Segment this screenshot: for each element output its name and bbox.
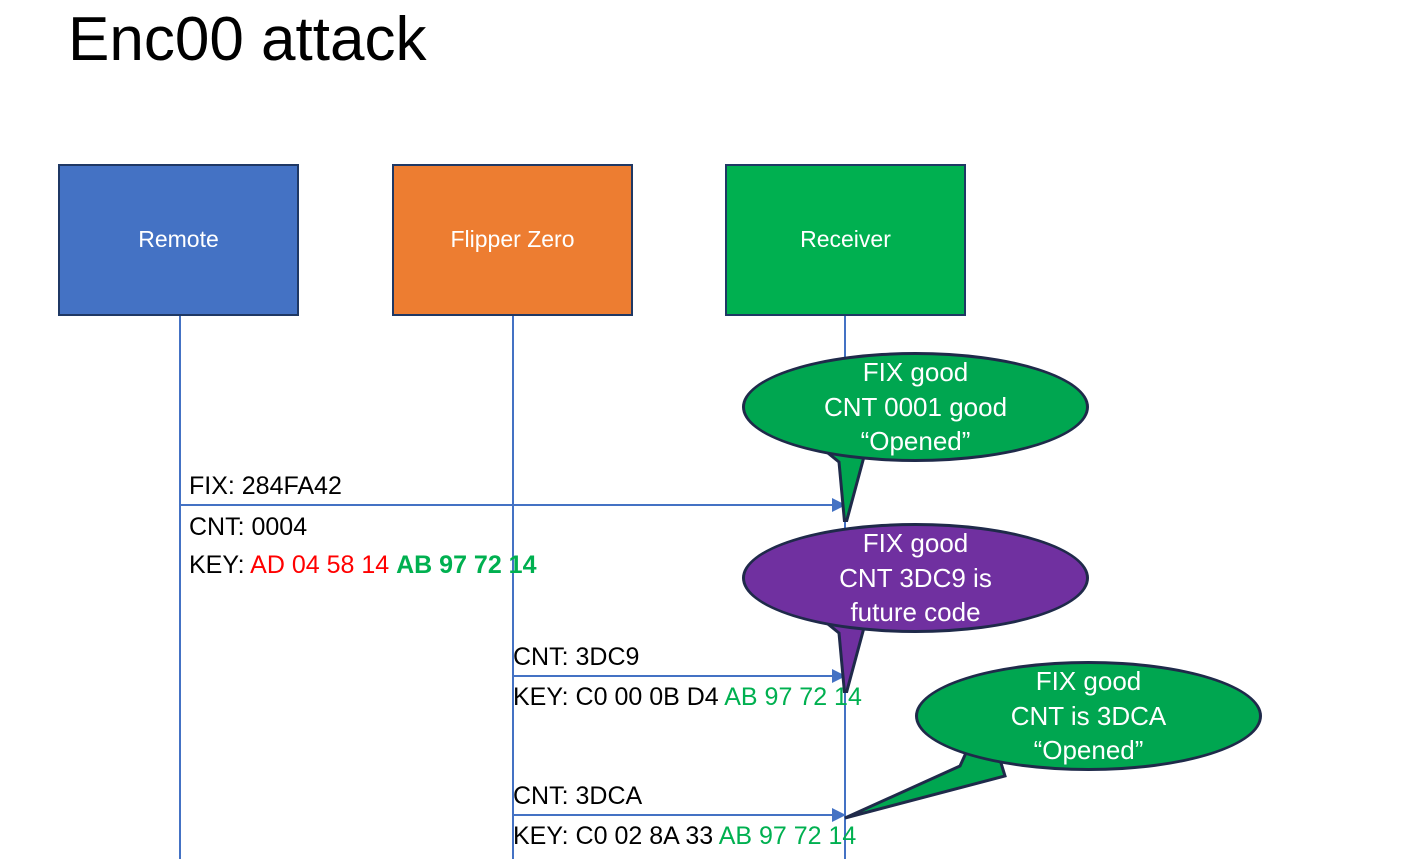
callout-body-2: FIX good CNT 3DC9 is future code [742, 523, 1089, 633]
actor-label-receiver: Receiver [800, 226, 891, 253]
lifeline-flipper [512, 316, 514, 859]
actor-box-receiver[interactable]: Receiver [725, 164, 966, 316]
callout-line: future code [850, 597, 981, 628]
lifeline-remote [179, 316, 181, 859]
message-label-remote-key: KEY: AD 04 58 14 AB 97 72 14 [189, 549, 537, 581]
callout-body-1: FIX good CNT 0001 good “Opened” [742, 352, 1089, 462]
message-arrow-flipper-to-receiver-2 [513, 808, 846, 822]
callout-line: FIX good [862, 357, 969, 388]
actor-label-remote: Remote [138, 226, 219, 253]
key-bytes-green: AB 97 72 14 [724, 683, 862, 711]
message-label-remote-fix: FIX: 284FA42 [189, 472, 342, 500]
key-prefix: KEY: C0 02 8A 33 [513, 822, 719, 850]
message-label-flipper-key-2: KEY: C0 02 8A 33 AB 97 72 14 [513, 820, 856, 852]
key-bytes-green: AB 97 72 14 [718, 822, 857, 850]
actor-label-flipper: Flipper Zero [450, 226, 575, 253]
message-label-flipper-cnt-2: CNT: 3DCA [513, 782, 643, 810]
callout-line: FIX good [862, 528, 969, 559]
callout-line: CNT 3DC9 is [839, 562, 992, 593]
callout-line: “Opened” [1033, 735, 1144, 766]
callout-line: FIX good [1035, 666, 1142, 697]
actor-box-flipper[interactable]: Flipper Zero [392, 164, 633, 316]
callout-line: CNT 0001 good [823, 391, 1008, 422]
key-bytes-red: AD 04 58 14 [250, 551, 390, 579]
callout-bubble-3[interactable]: FIX good CNT is 3DCA “Opened” [844, 661, 1262, 820]
message-label-remote-cnt: CNT: 0004 [189, 513, 308, 541]
page-title: Enc00 attack [68, 5, 427, 74]
callout-bubble-1[interactable]: FIX good CNT 0001 good “Opened” [742, 352, 1089, 522]
callout-bubble-2[interactable]: FIX good CNT 3DC9 is future code [742, 523, 1089, 693]
message-label-flipper-key-1: KEY: C0 00 0B D4 AB 97 72 14 [513, 681, 862, 713]
key-bytes-green: AB 97 72 14 [396, 551, 537, 579]
callout-body-3: FIX good CNT is 3DCA “Opened” [915, 661, 1262, 771]
callout-line: CNT is 3DCA [1010, 700, 1167, 731]
key-prefix: KEY: C0 00 0B D4 [513, 683, 725, 711]
key-prefix: KEY: [189, 551, 251, 579]
message-label-flipper-cnt-1: CNT: 3DC9 [513, 643, 640, 671]
actor-box-remote[interactable]: Remote [58, 164, 299, 316]
callout-line: “Opened” [860, 426, 971, 457]
